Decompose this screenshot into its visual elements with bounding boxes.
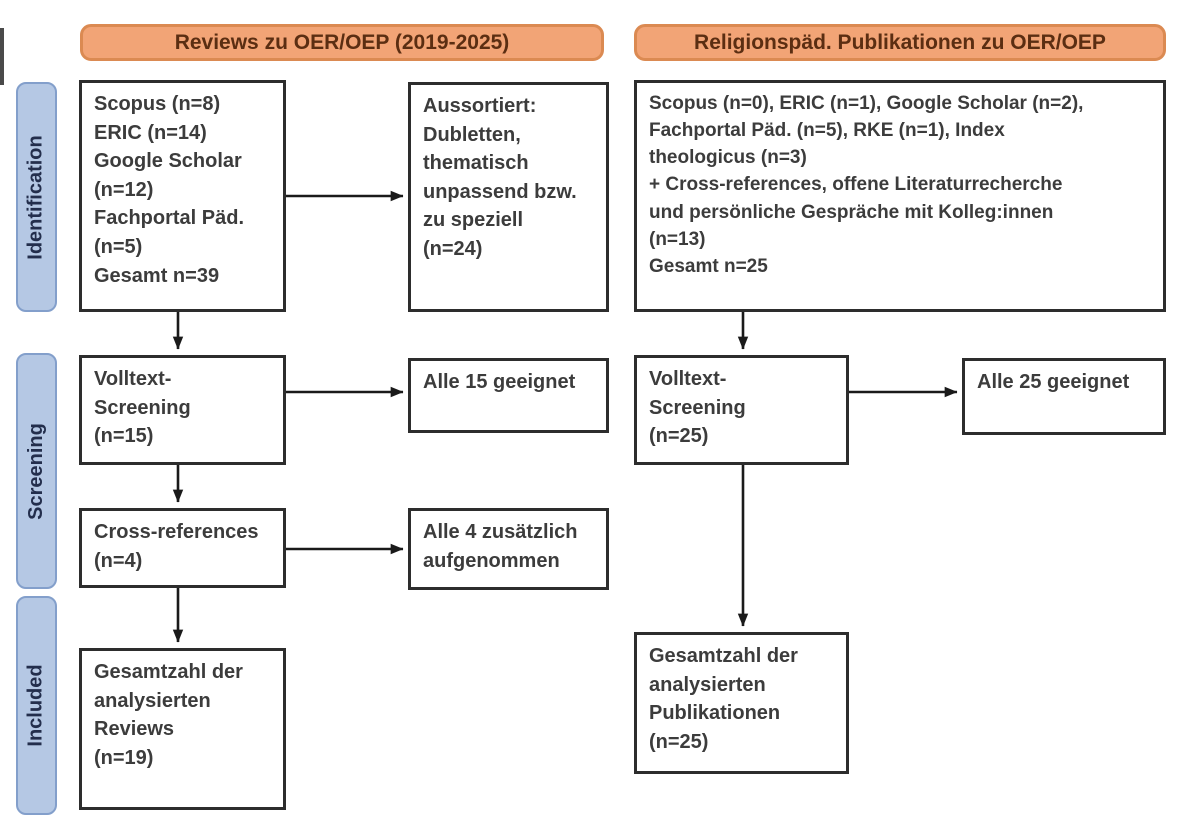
box-left-cross-references-result: Alle 4 zusätzlich aufgenommen (408, 508, 609, 590)
box-right-included-total: Gesamtzahl der analysierten Publikatione… (634, 632, 849, 774)
box-left-fulltext-result: Alle 15 geeignet (408, 358, 609, 433)
box-left-cross-references: Cross-references (n=4) (79, 508, 286, 588)
stage-label-included: Included (16, 596, 57, 815)
box-left-included-total: Gesamtzahl der analysierten Reviews (n=1… (79, 648, 286, 810)
box-left-fulltext-screening: Volltext- Screening (n=15) (79, 355, 286, 465)
box-left-excluded: Aussortiert: Dubletten, thematisch unpas… (408, 82, 609, 312)
scan-edge-artifact (0, 28, 4, 85)
stage-label-screening: Screening (16, 353, 57, 589)
box-right-fulltext-result: Alle 25 geeignet (962, 358, 1166, 435)
box-right-fulltext-screening: Volltext- Screening (n=25) (634, 355, 849, 465)
stage-label-screening-text: Screening (25, 422, 48, 520)
box-right-identified: Scopus (n=0), ERIC (n=1), Google Scholar… (634, 80, 1166, 312)
column-header-religionspaed: Religionspäd. Publikationen zu OER/OEP (634, 24, 1166, 61)
stage-label-identification: Identification (16, 82, 57, 312)
column-header-reviews: Reviews zu OER/OEP (2019-2025) (80, 24, 604, 61)
stage-label-included-text: Included (25, 664, 48, 747)
box-left-identified: Scopus (n=8) ERIC (n=14) Google Scholar … (79, 80, 286, 312)
stage-label-identification-text: Identification (25, 134, 48, 260)
